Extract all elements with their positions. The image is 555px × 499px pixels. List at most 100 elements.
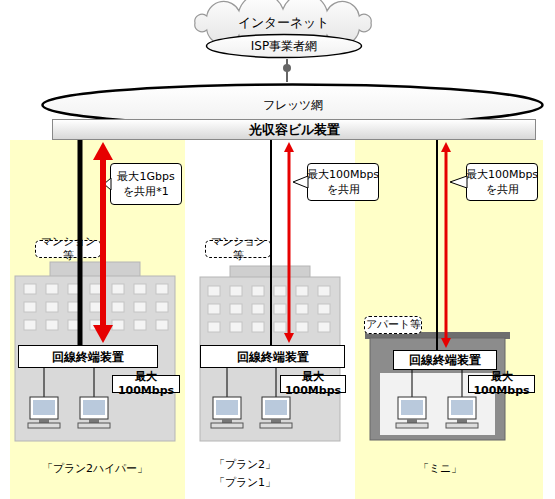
lan-wire [276,368,277,397]
isp-network-ellipse: ISP事業者網 [205,33,363,59]
window [296,286,308,296]
pc-monitor [262,397,290,419]
window [24,320,36,330]
lan-wire [227,368,228,397]
pc-stand [407,419,417,423]
mansion-building [15,262,175,441]
pc-screen [33,400,55,415]
window [318,322,330,332]
pc-keyboard [78,423,110,428]
pc-keyboard [211,423,243,428]
window [24,302,36,312]
plan-column-band [355,140,543,499]
window [90,302,102,312]
pc-keyboard [260,423,292,428]
window [134,284,146,294]
node-text: マンション等 [206,235,270,263]
building-tag: アパート等 [364,316,422,334]
bandwidth-arrow [445,152,448,338]
window [274,286,286,296]
pc-keyboard [396,423,428,428]
pc-monitor [448,397,476,419]
pc-keyboard [28,423,60,428]
pc-screen [265,400,287,415]
speed-box: 最大100Mbps [280,375,346,393]
pc-stand [39,419,49,423]
lan-wire [44,368,45,397]
window [46,302,58,312]
speed-box: 最大100Mbps [468,375,535,393]
callout-tail [293,176,308,188]
node-text: アパート等 [366,318,421,332]
node-text: 最大100Mbps [469,370,534,398]
window [318,304,330,314]
node-text: マンション等 [36,235,100,263]
pc-screen [83,400,105,415]
window [252,322,264,332]
node-text: ISP事業者網 [251,39,317,53]
window [156,302,168,312]
link-line [436,140,438,350]
window [156,320,168,330]
building-windows [24,284,330,332]
pc-monitor [30,397,58,419]
plan-label: 「プラン1」 [195,476,295,490]
node-text: 回線終端装置 [237,350,309,364]
window [230,322,242,332]
window [112,320,124,330]
node-text: 最大100Mbps を共用 [307,167,379,197]
pc-monitor [80,397,108,419]
node-text: 光収容ビル装置 [249,123,340,137]
window [68,320,80,330]
window [230,286,242,296]
node-text: フレッツ網 [263,98,323,112]
window [112,302,124,312]
window [46,320,58,330]
window [252,286,264,296]
window [274,304,286,314]
pc-stand [222,419,232,423]
onu-box: 回線終端装置 [393,350,497,370]
window [46,284,58,294]
plan-label: 「プラン2ハイパー」 [35,462,155,476]
link-line [286,59,288,82]
bandwidth-callout: 最大100Mbps を共用 [307,163,379,201]
window [68,302,80,312]
window [112,284,124,294]
bandwidth-callout: 最大1Gbps を共用*1 [110,163,182,205]
window [90,284,102,294]
node-text: 最大100Mbps を共用 [466,167,538,197]
plan-label: 「ミニ」 [400,462,480,476]
window [156,284,168,294]
building-tag: マンション等 [35,240,101,258]
window [68,284,80,294]
window [252,304,264,314]
pc-stand [457,419,467,423]
building-tag: マンション等 [205,240,271,258]
optical-equipment-bar: 光収容ビル装置 [52,119,536,140]
window [208,304,220,314]
bandwidth-callout: 最大100Mbps を共用 [466,163,538,201]
pc-stand [271,419,281,423]
onu-box: 回線終端装置 [200,345,345,368]
lan-wire [412,370,413,397]
window [134,320,146,330]
pc-group [28,368,478,428]
node-text: 最大1Gbps を共用*1 [113,169,179,199]
pc-screen [216,400,238,415]
speed-box: 最大100Mbps [112,375,180,393]
window [274,322,286,332]
window [24,284,36,294]
onu-box: 回線終端装置 [18,345,158,368]
node-text: 回線終端装置 [409,353,481,367]
bandwidth-arrow [100,160,106,325]
window [90,320,102,330]
window [208,322,220,332]
callout-tail [450,176,467,188]
pc-stand [89,419,99,423]
window [318,286,330,296]
window [134,302,146,312]
window [296,304,308,314]
node-text: 最大100Mbps [113,370,179,398]
